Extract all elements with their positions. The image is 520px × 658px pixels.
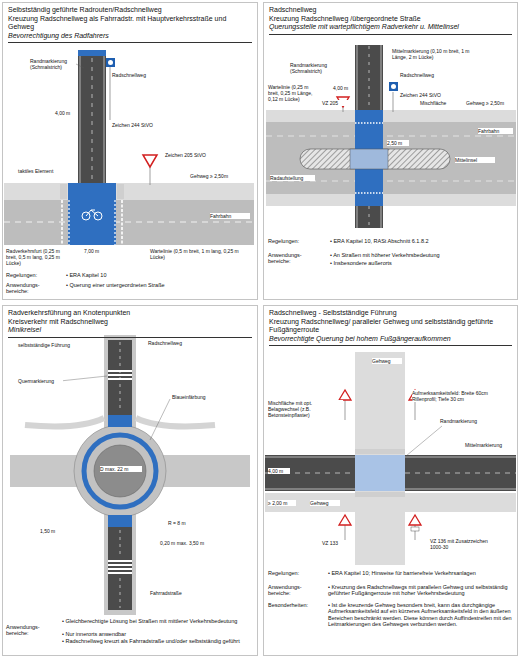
callout-label: 4,00 m — [268, 468, 290, 474]
rule-text: • Gleichberechtigte Lösung bei Straßen m… — [62, 618, 252, 624]
heading-text: Kreuzung Radschnellweg/ paralleler Gehwe… — [269, 318, 512, 335]
rule-text: • Querung einer untergeordneten Straße — [66, 282, 246, 288]
callout-label: Fahrbahn — [210, 213, 250, 219]
rule-text: Regelungen: — [268, 238, 323, 244]
rule-text: • ERA Kapitel 10, RASt Abschnitt 6.1.8.2 — [330, 238, 510, 244]
callout-label: 1,50 m — [40, 528, 65, 534]
callout-label: 4,00 m — [333, 85, 353, 91]
panel-heading: RadschnellwegKreuzung Radschnellweg /übe… — [269, 6, 512, 35]
callout-label: Mittelmarkierung — [465, 442, 515, 448]
callout-label: Mittelinsel — [455, 157, 495, 163]
callout-label: R = 8 m — [168, 520, 198, 526]
callout-label: Quermarkierung — [18, 378, 63, 384]
panel-heading: Selbstständig geführte Radrouten/Radschn… — [8, 6, 252, 43]
callout-label: Randmarkierung (Schmalstrich) — [290, 62, 350, 74]
heading-text: Radverkehrsführung an Knotenpunkten — [8, 309, 252, 318]
rule-text: • Ist die kreuzende Gehweg besonders bre… — [328, 602, 514, 627]
panel-heading: Radverkehrsführung an KnotenpunktenKreis… — [8, 309, 252, 338]
heading-text: Radschnellweg - Selbstständige Führung — [269, 309, 512, 318]
callout-label: Wartelinie (0,25 m breit, 0,25 m Länge, … — [268, 84, 320, 102]
heading-text: Querungsstelle mit wartepflichtigem Radv… — [269, 23, 512, 32]
heading-text: Kreisverkehr mit Radschnellweg — [8, 318, 252, 327]
callout-label: Randmarkierung — [440, 418, 490, 424]
callout-label: Gehweg ≥ 2,50m — [190, 173, 250, 179]
rule-text: Besonderheiten: — [268, 602, 323, 608]
callout-label: Zeichen 205 StVO — [165, 152, 225, 158]
callout-label: Zeichen 244 StVO — [400, 92, 455, 98]
heading-text: Radschnellweg — [269, 6, 512, 15]
rule-text: Regelungen: — [6, 272, 61, 278]
crossing-drawing-1 — [4, 50, 254, 245]
heading-text: Selbstständig geführte Radrouten/Radschn… — [8, 6, 252, 15]
rule-text: • Kreuzung des Radschnellwegs mit parall… — [328, 584, 514, 597]
callout-label: Radschnellweg — [148, 340, 203, 346]
rule-text: • Radschnellweg kreuzt als Fahrradstraße… — [62, 638, 252, 644]
panel-heading: Radschnellweg - Selbstständige FührungKr… — [269, 309, 512, 346]
callout-label: Radschnellweg — [400, 72, 450, 78]
rule-text: Anwendungs- bereiche: — [6, 624, 51, 637]
rule-text: • ERA Kapitel 10; Hinweise für barrieref… — [328, 570, 514, 576]
callout-label: Radschnellweg — [112, 72, 162, 78]
callout-label: VZ 136 mit Zusatzzeichen 1000-30 — [430, 538, 500, 550]
rule-text: • Insbesondere außerorts — [330, 260, 510, 266]
heading-text: Bevorrechtigte Querung bei hohem Fußgäng… — [269, 335, 512, 344]
rule-text: Anwendungs- bereiche: — [268, 252, 313, 265]
footpath-crossing-drawing — [265, 352, 516, 565]
heading-text: Bevorrechtigung des Radfahrers — [8, 32, 252, 41]
callout-label: D max. 22 m — [100, 466, 142, 472]
heading-text: Minikreisel — [8, 326, 252, 335]
callout-label: 7,00 m — [84, 248, 109, 254]
callout-label: Randmarkierung (Schmalstrich) — [30, 58, 75, 70]
callout-label: Aufmerksamkeitsfeld: Breite 60cm Rillenp… — [412, 390, 497, 402]
callout-label: selbstständige Führung — [18, 342, 73, 348]
callout-label: 2,50 m — [387, 140, 409, 146]
callout-label: Gehweg ≥ 2,50m — [466, 100, 516, 106]
rule-text: • Nur innerorts anwendbar — [62, 631, 252, 637]
callout-label: Mischfläche mit opt. Belagwechsel (z.B. … — [268, 400, 343, 418]
callout-label: Wartelinie (0,5 m breit, 1 m lang, 0,25 … — [150, 248, 250, 260]
rule-text: Anwendungs- bereiche: — [268, 584, 313, 597]
callout-label: Radverkehrsfurt (0,25 m breit, 0,5 m lan… — [6, 248, 68, 266]
heading-text: Kreuzung Radschnellweg als Fahrradstr. m… — [8, 15, 252, 32]
heading-text: Kreuzung Radschnellweg /übergeordnete St… — [269, 15, 512, 24]
callout-label: Radaufstellung — [270, 175, 315, 181]
callout-label: Fahrbahn — [478, 128, 513, 134]
panel-box: Radverkehrsführung an KnotenpunktenKreis… — [2, 305, 258, 656]
callout-label: Blaueinfärbung — [172, 394, 227, 400]
rule-text: • An Straßen mit höherer Verkehrsbedeutu… — [330, 252, 510, 258]
callout-label: taktiles Element — [18, 168, 58, 174]
callout-label: Fahrradstraße — [150, 590, 205, 596]
callout-label: VZ 205 — [322, 100, 350, 106]
callout-label: VZ 133 — [322, 540, 352, 546]
callout-label: Gehweg — [372, 358, 402, 364]
callout-label: 0,20 m max. 3,50 m — [160, 540, 215, 546]
callout-label: ≥ 2,00 m — [268, 500, 296, 506]
rule-text: Regelungen: — [268, 570, 323, 576]
roundabout-drawing — [10, 335, 250, 615]
callout-label: Mittelmarkierung (0,10 m breit, 1 m Läng… — [392, 48, 472, 60]
callout-label: Zeichen 244 StVO — [112, 122, 167, 128]
callout-label: Gehweg — [310, 500, 340, 506]
callout-label: Mischfläche — [420, 100, 460, 106]
callout-label: 4,00 m — [55, 110, 77, 116]
crossing-drawing-2 — [266, 45, 516, 228]
rule-text: • ERA Kapitel 10 — [66, 272, 246, 278]
rule-text: Anwendungs- bereiche: — [6, 282, 51, 295]
